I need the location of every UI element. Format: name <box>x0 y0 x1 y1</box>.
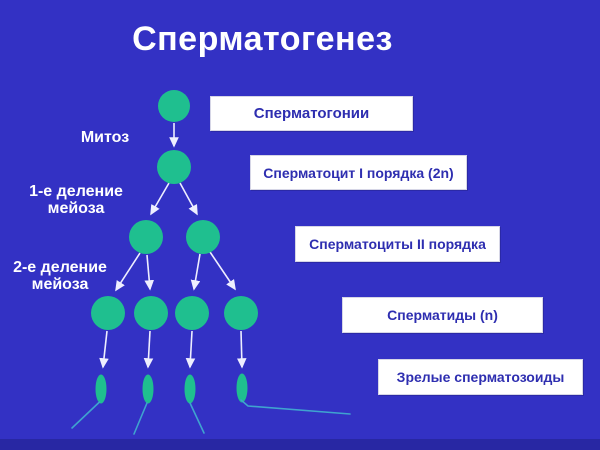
slide-bottom-edge <box>0 439 600 450</box>
cell-spermatid-1 <box>91 296 125 330</box>
box-spermatocytes-2-label: Сперматоциты II порядка <box>309 236 486 252</box>
box-spermatocyte-1-label: Сперматоцит I порядка (2n) <box>263 164 454 181</box>
sperm-tail-1 <box>71 401 101 429</box>
sperm-cell-2 <box>133 374 154 435</box>
box-mature-spermatozoa-label: Зрелые сперматозоиды <box>396 369 565 385</box>
box-mature-spermatozoa: Зрелые сперматозоиды <box>378 359 583 395</box>
arrow-meiosis2-2 <box>144 254 155 291</box>
cells-row-spermatids <box>91 296 258 330</box>
cells-row-spermatocyte-1 <box>157 150 191 184</box>
box-spermatogonia: Сперматогонии <box>210 96 413 131</box>
cells-row-spermatocytes-2 <box>129 220 220 254</box>
cell-spermatocyte-2a <box>129 220 163 254</box>
sperm-tail-2 <box>133 402 148 435</box>
arrow-maturation-4 <box>236 330 247 369</box>
box-spermatids-label: Сперматиды (n) <box>387 307 498 323</box>
cell-spermatocyte-2b <box>186 220 220 254</box>
cell-spermatocyte-1 <box>157 150 191 184</box>
sperm-tail-4 <box>240 399 351 415</box>
cell-spermatid-2 <box>134 296 168 330</box>
label-meiosis-1: 1-е деление мейоза <box>29 183 123 217</box>
label-mitosis: Митоз <box>80 129 130 146</box>
cell-spermatogonium <box>158 90 190 122</box>
division-arrows <box>99 123 247 369</box>
cells-row-spermatozoa <box>71 373 351 435</box>
arrow-maturation-2 <box>143 330 154 369</box>
box-spermatids: Сперматиды (n) <box>342 297 543 333</box>
sperm-head-2 <box>142 374 154 404</box>
cells-row-spermatogonia <box>158 90 190 122</box>
arrow-meiosis1-right <box>179 182 198 216</box>
sperm-head-1 <box>95 374 107 404</box>
cell-spermatid-4 <box>224 296 258 330</box>
box-spermatocytes-2: Сперматоциты II порядка <box>295 226 500 262</box>
arrow-maturation-1 <box>99 330 109 369</box>
arrow-meiosis2-1 <box>115 252 141 292</box>
arrow-meiosis2-3 <box>190 253 201 291</box>
cell-spermatid-3 <box>175 296 209 330</box>
sperm-cell-3 <box>184 374 205 434</box>
page-title: Сперматогенез <box>132 20 393 58</box>
label-meiosis-2: 2-е деление мейоза <box>13 259 107 293</box>
arrow-meiosis1-left <box>150 182 170 216</box>
box-spermatogonia-label: Сперматогонии <box>253 105 370 122</box>
sperm-tail-3 <box>189 402 205 434</box>
sperm-head-4 <box>236 373 248 403</box>
box-spermatocyte-1: Сперматоцит I порядка (2n) <box>250 155 467 190</box>
arrow-maturation-3 <box>185 330 196 369</box>
sperm-head-3 <box>184 374 196 404</box>
arrow-meiosis2-4 <box>209 251 236 291</box>
sperm-cell-1 <box>71 374 107 429</box>
sperm-cell-4 <box>236 373 351 415</box>
